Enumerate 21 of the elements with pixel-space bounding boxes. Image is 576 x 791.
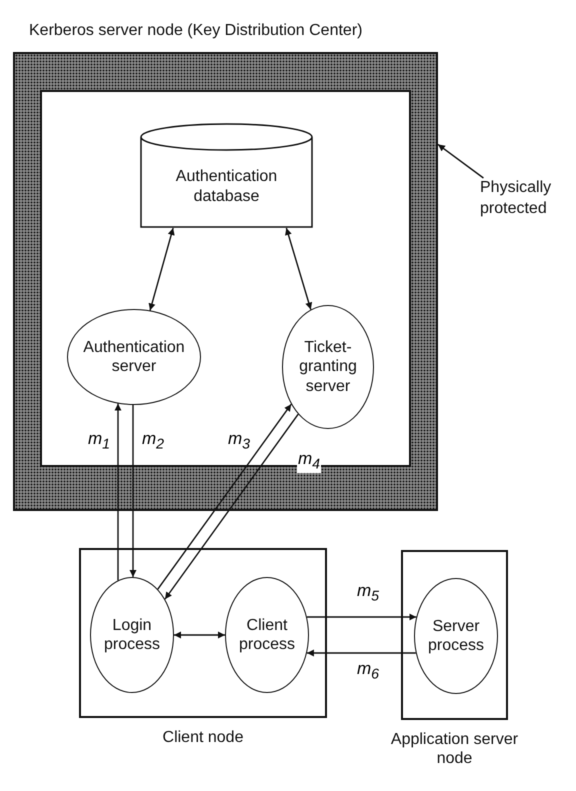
node-label: Login process bbox=[102, 616, 162, 654]
node-label: Authentication database bbox=[174, 167, 278, 206]
leader-arrow bbox=[438, 144, 484, 179]
arrow bbox=[130, 405, 136, 578]
arrow bbox=[306, 650, 416, 656]
callout-text: Physically protected bbox=[480, 178, 568, 238]
node-label: Kerberos server node (Key Distribution Center) bbox=[29, 21, 362, 40]
node-label: Server process bbox=[426, 616, 486, 656]
database-cylinder bbox=[140, 123, 313, 228]
arrow bbox=[148, 228, 175, 311]
node-label: Authentication server bbox=[82, 338, 186, 376]
arrow bbox=[157, 404, 292, 590]
arrow bbox=[164, 414, 299, 600]
node-label: Ticket-granting server bbox=[298, 338, 358, 396]
arrow bbox=[174, 632, 225, 638]
node-label: Client process bbox=[238, 616, 296, 654]
arrow bbox=[114, 404, 122, 580]
arrow bbox=[306, 614, 416, 620]
arrow bbox=[285, 228, 312, 310]
node-label: Application server node bbox=[390, 730, 520, 768]
node-label: Client node bbox=[162, 728, 244, 748]
